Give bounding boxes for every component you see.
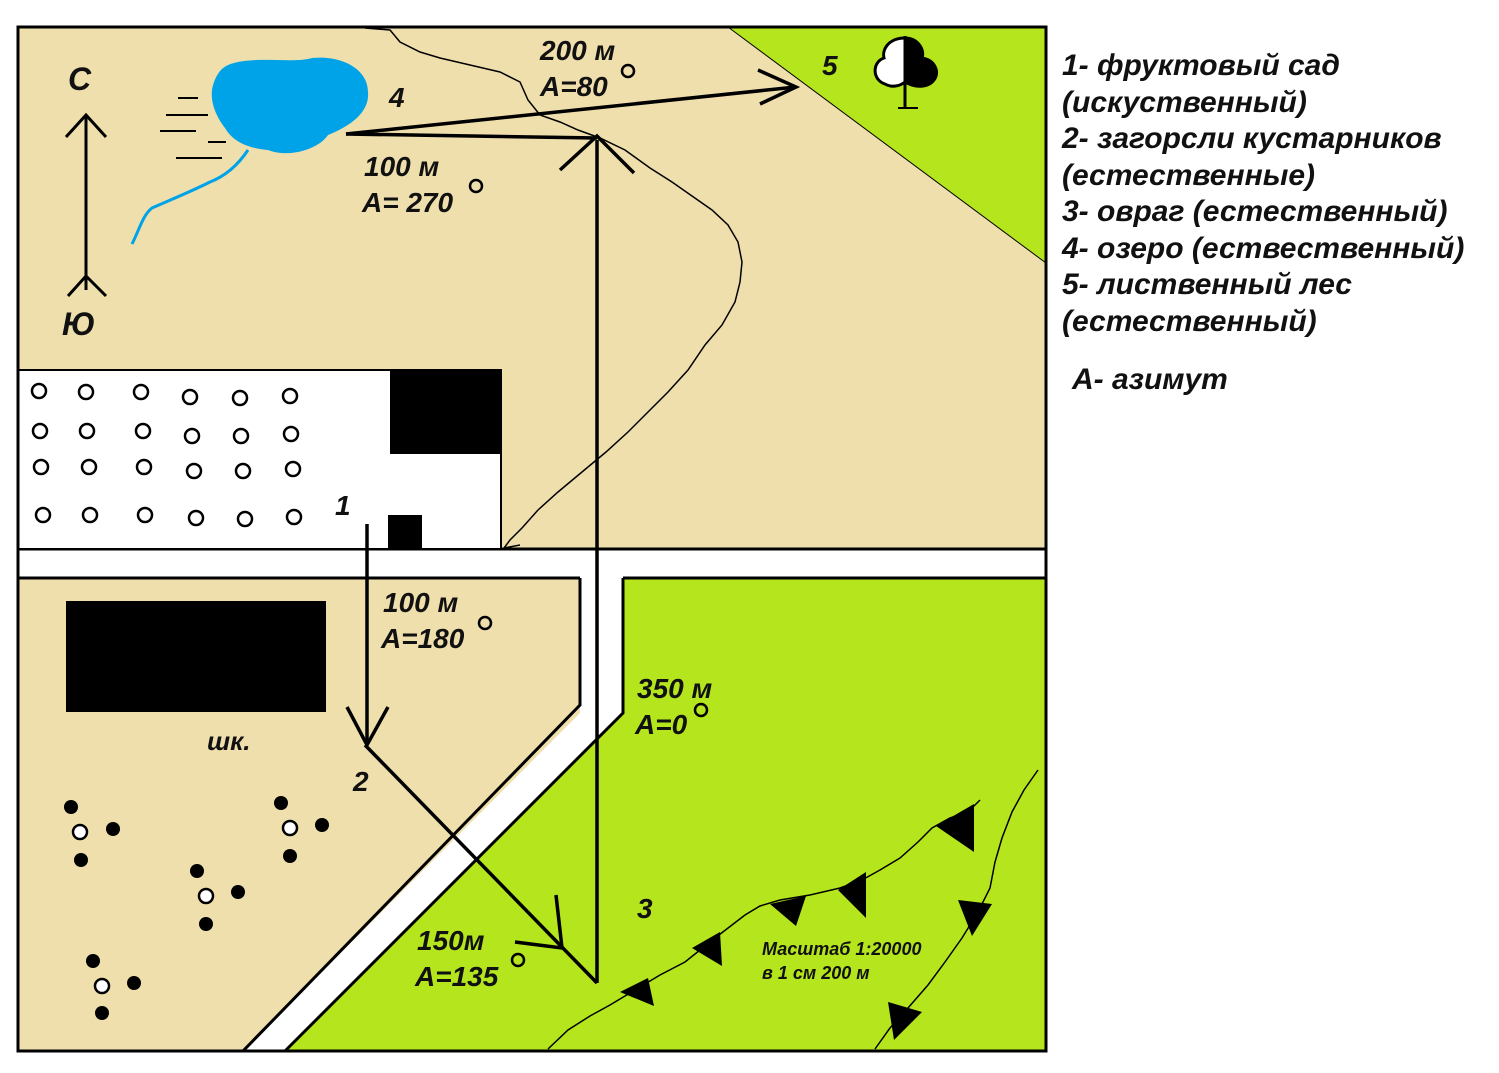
orchard-symbols [30, 382, 303, 528]
school-label: шк. [207, 726, 251, 756]
leg-west-azimuth: А= 270 [361, 187, 453, 218]
leg-east-distance: 200 м [539, 35, 615, 66]
leg-southeast-azimuth: А=135 [414, 961, 499, 992]
legend-line: (естественные) [1062, 158, 1316, 192]
leg-north-arrowhead [558, 133, 636, 175]
feature-number-1: 1 [335, 490, 351, 521]
degree-symbol [510, 952, 526, 968]
building-2 [388, 515, 422, 549]
route [345, 68, 801, 985]
legend-line: (искуственный) [1062, 85, 1307, 119]
degree-symbol [468, 178, 484, 194]
leg-east-line [345, 85, 797, 136]
leg-south-azimuth: А=180 [380, 623, 465, 654]
degree-symbol [693, 702, 709, 718]
lake [211, 57, 369, 154]
school-building [66, 601, 326, 712]
legend-line: (естественный) [1062, 304, 1317, 338]
ravine-path [364, 27, 743, 550]
leg-southeast-arrowhead [514, 894, 564, 951]
legend-line: 3- овраг (естественный) [1062, 195, 1448, 228]
leg-north-distance: 350 м [637, 673, 712, 704]
leg-east-arrowhead [757, 68, 801, 106]
deciduous-tree-icon [873, 36, 938, 109]
forest-edge [727, 26, 1047, 264]
lake-marsh-lines [160, 97, 226, 159]
degree-symbol [477, 615, 493, 631]
compass-south-label: Ю [62, 306, 95, 342]
shrub-border [547, 769, 1039, 1050]
stream [130, 149, 250, 245]
feature-number-2: 2 [352, 766, 369, 797]
feature-number-3: 3 [637, 893, 653, 924]
legend-line: 5- лиственный лес [1062, 268, 1352, 301]
leg-north-azimuth: А=0 [634, 709, 688, 740]
road [18, 549, 1046, 1051]
map-legend: 1- фруктовый сад (искуственный) 2- загор… [1062, 48, 1492, 399]
legend-line: 2- загорсли кустарников [1062, 122, 1442, 155]
leg-west-line [345, 132, 598, 140]
forest-se [285, 578, 1046, 1051]
leg-east-azimuth: А=80 [539, 71, 608, 102]
scale-line-1: Масштаб 1:20000 [762, 939, 921, 959]
shrub-symbols [64, 796, 329, 1020]
leg-south-distance: 100 м [383, 587, 458, 618]
leg-southeast-line [363, 743, 599, 985]
map-border [16, 25, 1048, 1053]
feature-number-4: 4 [388, 82, 405, 113]
azimuth-note: А- азимут [1072, 363, 1228, 396]
degree-symbol [620, 63, 636, 79]
feature-number-5: 5 [822, 50, 838, 81]
leg-southeast-distance: 150м [417, 925, 485, 956]
scale-line-2: в 1 см 200 м [762, 963, 870, 983]
legend-line: 4- озеро (ествественный) [1062, 231, 1465, 265]
building-1 [390, 370, 501, 454]
compass-arrow [64, 112, 108, 298]
legend-line: 1- фруктовый сад [1062, 49, 1340, 82]
leg-west-distance: 100 м [364, 151, 439, 182]
compass-north-label: С [68, 61, 92, 97]
